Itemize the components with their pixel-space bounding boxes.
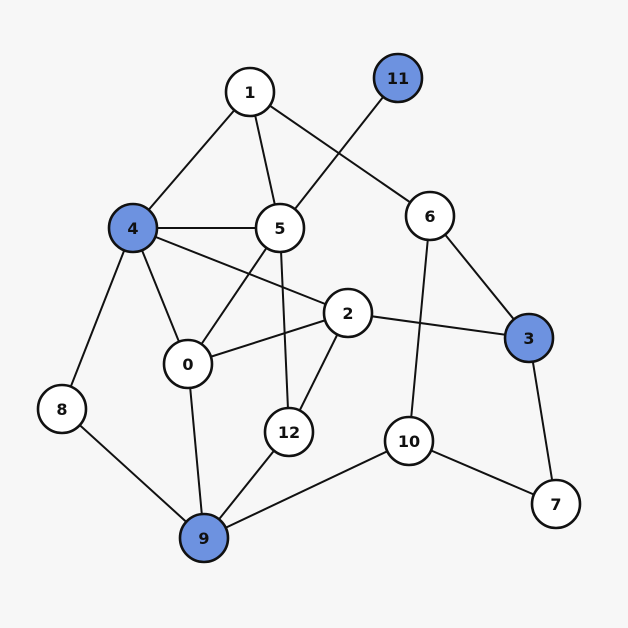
graph-edge-8-9: [61, 408, 205, 539]
graph-edge-2-3: [347, 312, 530, 339]
graph-edge-1-4: [132, 91, 251, 229]
graph-edge-5-12: [279, 227, 290, 433]
node-circle-4[interactable]: [107, 202, 159, 254]
edges-layer: [61, 77, 557, 539]
graph-edge-4-8: [61, 227, 134, 410]
graph-node-7[interactable]: 7: [530, 478, 582, 530]
node-circle-3[interactable]: [503, 312, 555, 364]
graph-node-9[interactable]: 9: [178, 512, 230, 564]
graph-edge-2-0: [187, 312, 349, 365]
node-circle-8[interactable]: [36, 383, 88, 435]
node-circle-7[interactable]: [530, 478, 582, 530]
node-circle-6[interactable]: [404, 190, 456, 242]
graph-node-8[interactable]: 8: [36, 383, 88, 435]
graph-node-0[interactable]: 0: [162, 338, 214, 390]
graph-edge-10-7: [408, 440, 557, 505]
node-circle-10[interactable]: [383, 415, 435, 467]
graph-edge-6-10: [408, 215, 431, 442]
graph-node-5[interactable]: 5: [254, 202, 306, 254]
graph-node-1[interactable]: 1: [224, 66, 276, 118]
graph-node-4[interactable]: 4: [107, 202, 159, 254]
graph-node-12[interactable]: 12: [263, 406, 315, 458]
graph-edge-4-2: [132, 227, 349, 314]
graph-edge-0-9: [187, 363, 205, 539]
node-circle-2[interactable]: [322, 287, 374, 339]
graph-edge-9-10: [203, 440, 410, 539]
graph-node-2[interactable]: 2: [322, 287, 374, 339]
node-circle-12[interactable]: [263, 406, 315, 458]
graph-node-11[interactable]: 11: [372, 52, 424, 104]
graph-node-6[interactable]: 6: [404, 190, 456, 242]
node-circle-0[interactable]: [162, 338, 214, 390]
graph-node-3[interactable]: 3: [503, 312, 555, 364]
node-circle-1[interactable]: [224, 66, 276, 118]
graph-edge-5-0: [187, 227, 281, 365]
node-circle-9[interactable]: [178, 512, 230, 564]
graph-edge-1-6: [249, 91, 431, 217]
graph-node-10[interactable]: 10: [383, 415, 435, 467]
graph-edge-3-7: [528, 337, 557, 505]
node-circle-11[interactable]: [372, 52, 424, 104]
node-circle-5[interactable]: [254, 202, 306, 254]
graph-edge-6-3: [429, 215, 530, 339]
graph-edge-5-11: [279, 77, 399, 229]
